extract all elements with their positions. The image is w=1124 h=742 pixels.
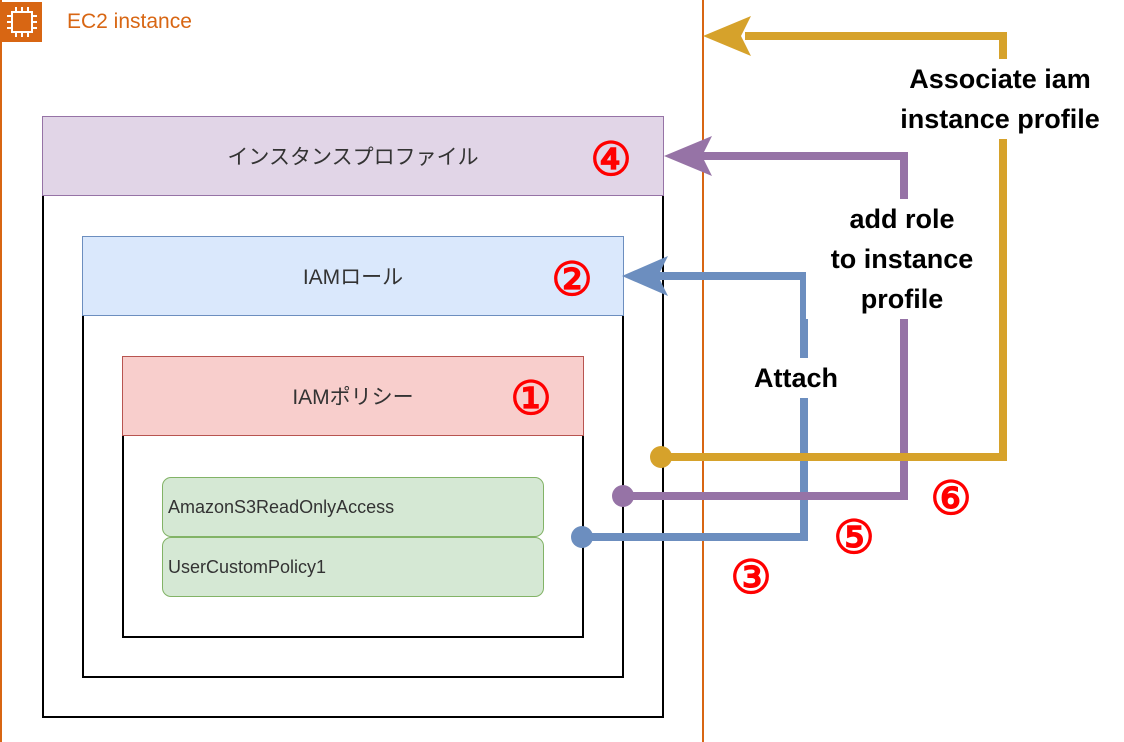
iam-role-label: IAMロール (302, 266, 404, 289)
attach-arrowhead (622, 256, 668, 296)
ec2-chip-icon (2, 2, 42, 42)
iam-policy-label: IAMポリシー (292, 386, 414, 409)
add-role-connector (624, 152, 908, 500)
associate-arrowhead (703, 16, 751, 56)
add-role-start-dot (612, 485, 634, 507)
add-role-annotation: add role to instance profile (806, 199, 998, 319)
step-6-number: ⑥ (930, 472, 972, 524)
step-2-number: ② (551, 253, 593, 305)
instance-profile-header: インスタンスプロファイル (42, 116, 664, 196)
step-1-number: ① (510, 372, 552, 424)
policy-item: AmazonS3ReadOnlyAccess (162, 477, 544, 537)
associate-start-dot (650, 446, 672, 468)
step-3-number: ③ (730, 551, 772, 603)
policy-item-label: UserCustomPolicy1 (168, 556, 327, 577)
policy-item: UserCustomPolicy1 (162, 537, 544, 597)
add-role-arrowhead (664, 136, 712, 176)
iam-role-header: IAMロール (82, 236, 624, 316)
policy-item-label: AmazonS3ReadOnlyAccess (168, 496, 395, 517)
ec2-container-left-edge (0, 0, 2, 742)
ec2-container-right-edge (702, 0, 704, 742)
step-4-number: ④ (590, 133, 632, 185)
associate-annotation: Associate iam instance profile (876, 59, 1124, 139)
attach-annotation: Attach (752, 358, 841, 398)
instance-profile-label: インスタンスプロファイル (227, 146, 479, 169)
ec2-container-label: EC2 instance (67, 10, 192, 33)
iam-policy-header: IAMポリシー (122, 356, 584, 436)
step-5-number: ⑤ (833, 511, 875, 563)
attach-start-dot (571, 526, 593, 548)
attach-connector (584, 272, 808, 541)
associate-connector (662, 32, 1007, 461)
